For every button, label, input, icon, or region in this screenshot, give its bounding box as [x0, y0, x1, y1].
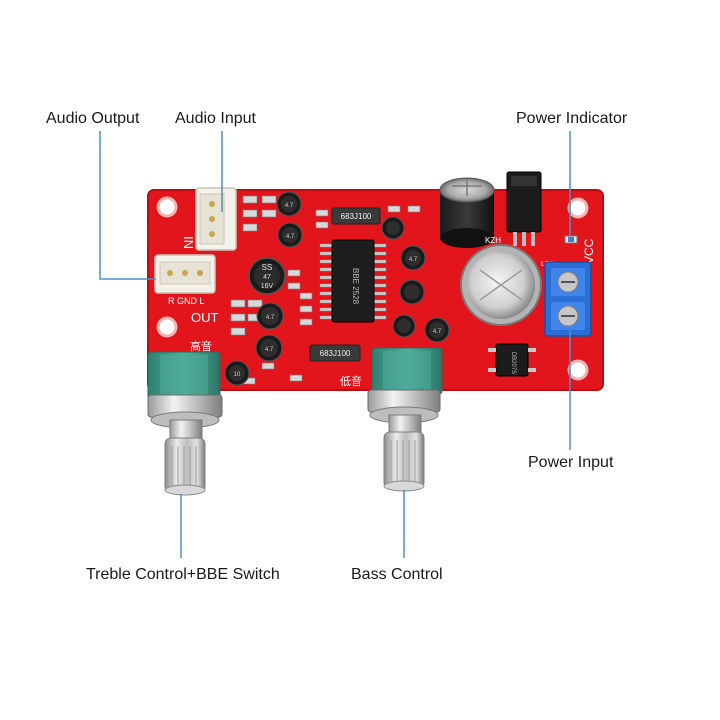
bbe-ic-chip: BBE 2528 — [319, 239, 387, 323]
capacitor: 4.7 — [255, 334, 283, 362]
capacitor — [381, 216, 405, 240]
svg-text:BBE 2528: BBE 2528 — [351, 268, 360, 305]
svg-text:4.7: 4.7 — [285, 203, 294, 209]
chip-resistor-bottom: 683J100 — [309, 344, 361, 362]
treble-control-label: Treble Control+BBE Switch — [86, 566, 280, 583]
out-pins-marking: R GND L — [168, 296, 205, 306]
capacitor — [392, 314, 416, 338]
out-marking: OUT — [191, 310, 219, 325]
svg-text:4.7: 4.7 — [409, 257, 418, 263]
capacitor: 10 — [224, 360, 250, 386]
chip-resistor-top: 683J100 — [331, 207, 381, 225]
bass-potentiometer — [367, 347, 443, 492]
svg-text:4.7: 4.7 — [286, 234, 295, 240]
bass-chinese-marking: 低音 — [340, 374, 362, 388]
audio-input-label: Audio Input — [175, 110, 256, 127]
callout-line-audio-output — [99, 131, 156, 280]
callout-lines — [99, 131, 571, 558]
capacitor: 4.7 — [400, 245, 426, 271]
svg-text:47: 47 — [263, 274, 271, 281]
audio-input-connector — [195, 187, 237, 251]
bass-control-label: Bass Control — [351, 566, 443, 583]
capacitor: 4.7 — [256, 302, 284, 330]
svg-text:4.7: 4.7 — [265, 347, 274, 353]
mounting-hole — [567, 359, 589, 381]
vcc-marking: VCC — [582, 238, 596, 264]
power-terminal-block — [544, 261, 592, 337]
svg-text:DB207S: DB207S — [510, 352, 516, 374]
ss-capacitor: SS 47 16V — [248, 257, 286, 295]
in-marking: IN — [181, 236, 196, 249]
svg-text:4.7: 4.7 — [433, 329, 442, 335]
treble-potentiometer — [147, 351, 223, 496]
mounting-hole — [567, 197, 589, 219]
capacitor: 4.7 — [424, 317, 450, 343]
bridge-rectifier: DB207S — [488, 343, 536, 377]
svg-text:10: 10 — [234, 372, 241, 378]
svg-text:SS: SS — [262, 263, 273, 272]
svg-text:683J100: 683J100 — [341, 212, 372, 221]
electrolytic-capacitor-large: KZH — [460, 236, 542, 326]
mounting-hole — [156, 196, 178, 218]
power-indicator-label: Power Indicator — [516, 110, 628, 127]
svg-text:683J100: 683J100 — [320, 349, 351, 358]
capacitor — [399, 279, 425, 305]
power-input-label: Power Input — [528, 454, 614, 471]
electrolytic-capacitor-medium — [439, 177, 495, 248]
treble-chinese-marking: 高音 — [190, 339, 212, 353]
svg-text:4.7: 4.7 — [266, 315, 275, 321]
voltage-regulator — [506, 171, 542, 246]
capacitor: 4.7 — [277, 222, 303, 248]
svg-text:16V: 16V — [261, 283, 274, 290]
svg-text:KZH: KZH — [485, 236, 501, 245]
capacitor: 4.7 — [276, 191, 302, 217]
audio-output-label: Audio Output — [46, 110, 140, 127]
audio-output-connector — [154, 254, 216, 294]
smd-resistor-row — [230, 195, 421, 385]
small-capacitors: 4.7 4.7 4.7 4.7 4.7 4.7 10 — [224, 191, 450, 386]
mounting-hole — [156, 316, 178, 338]
